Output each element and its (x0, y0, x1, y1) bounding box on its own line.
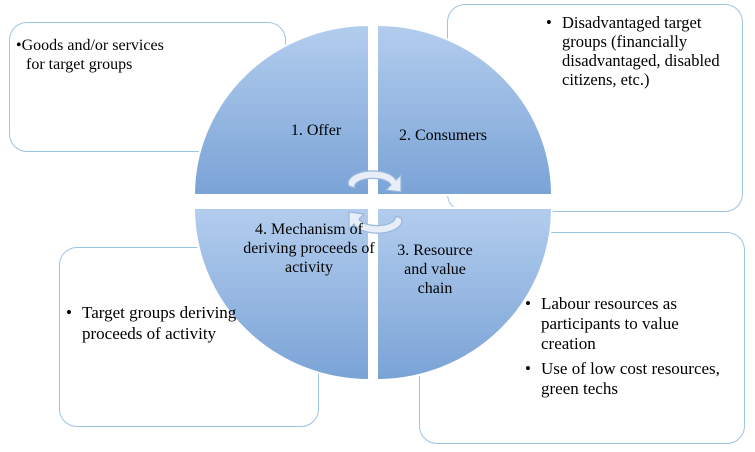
quadrant-resource-chain (376, 207, 554, 382)
consumers-bullet: Disadvantaged target groups (financially… (546, 13, 736, 89)
offer-bullet-line2: for target groups (26, 56, 133, 73)
offer-text: •Goods and/or services for target groups (16, 36, 286, 74)
quadrant-label-consumers: 2. Consumers (399, 127, 487, 144)
quadrant-offer (192, 23, 370, 196)
offer-bullet-line1: •Goods and/or services (16, 37, 164, 54)
proceeds-bullet: Target groups deriving proceeds of activ… (66, 302, 266, 344)
cycle-arrows-icon (347, 170, 403, 234)
quadrant-label-offer: 1. Offer (290, 122, 342, 139)
proceeds-text: Target groups deriving proceeds of activ… (66, 302, 266, 344)
quadrant-label-resource-chain: 3. Resource and value chain (397, 242, 473, 297)
quadrant-label-proceeds: 4. Mechanism of deriving proceeds of act… (243, 221, 375, 276)
resource-chain-text: Labour resources as participants to valu… (525, 294, 735, 399)
chain-bullet-labour: Labour resources as participants to valu… (525, 294, 735, 354)
consumers-text: Disadvantaged target groups (financially… (546, 13, 736, 89)
quadrant-consumers (376, 23, 554, 196)
chain-bullet-low-cost: Use of low cost resources, green techs (525, 359, 735, 399)
